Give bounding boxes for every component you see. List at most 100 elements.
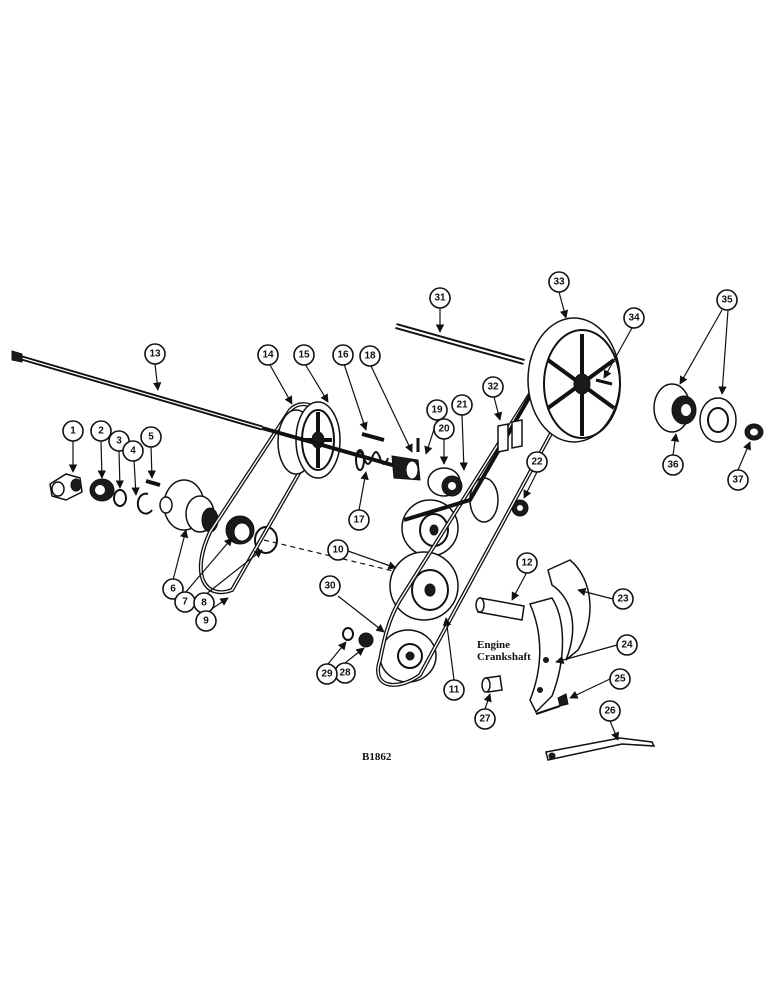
part-31-rod (395, 323, 525, 365)
part-17-spring (355, 449, 389, 471)
svg-text:13: 13 (149, 349, 161, 360)
callout-5: 5 (140, 426, 162, 448)
svg-text:31: 31 (434, 293, 446, 304)
callout-1: 1 (62, 420, 84, 442)
svg-text:34: 34 (628, 313, 640, 324)
part-6-clutch-hub (159, 479, 219, 533)
svg-text:7: 7 (182, 597, 188, 608)
callout-7: 7 (174, 591, 196, 613)
part-15-pulley-spokes (295, 401, 341, 479)
part-4-snap-ring (136, 492, 153, 515)
callout-18: 18 (359, 345, 381, 367)
part-20-pulley (427, 467, 463, 497)
callout-33: 33 (548, 271, 570, 293)
svg-text:22: 22 (531, 457, 543, 468)
callout-12: 12 (516, 552, 538, 574)
svg-text:25: 25 (614, 674, 626, 685)
part-13-main-shaft (11, 350, 263, 431)
callout-layer: 1 2 3 4 5 6 7 8 9 10 11 12 13 14 15 16 1… (62, 271, 749, 730)
callout-24: 24 (616, 634, 638, 656)
svg-text:21: 21 (456, 400, 468, 411)
figure-code: B1862 (362, 751, 392, 763)
parts-artwork (11, 317, 764, 761)
callout-28: 28 (334, 662, 356, 684)
callout-23: 23 (612, 588, 634, 610)
callout-27: 27 (474, 708, 496, 730)
svg-text:19: 19 (431, 405, 443, 416)
callout-19: 19 (426, 399, 448, 421)
callout-36: 36 (662, 454, 684, 476)
callout-11: 11 (443, 679, 465, 701)
part-29-washer (342, 627, 354, 641)
part-26-lever (545, 737, 656, 761)
part-25-clip (535, 693, 569, 715)
svg-text:3: 3 (116, 436, 122, 447)
callout-17: 17 (348, 509, 370, 531)
svg-text:5: 5 (148, 432, 154, 443)
svg-text:18: 18 (364, 351, 376, 362)
callout-15: 15 (293, 344, 315, 366)
callout-37: 37 (727, 469, 749, 491)
svg-text:33: 33 (553, 277, 565, 288)
callout-25: 25 (609, 668, 631, 690)
svg-text:27: 27 (479, 714, 491, 725)
svg-text:30: 30 (324, 581, 336, 592)
callout-4: 4 (122, 440, 144, 462)
callout-31: 31 (429, 287, 451, 309)
part-34-key (595, 378, 613, 386)
svg-text:12: 12 (521, 558, 533, 569)
crankshaft-label: Crankshaft (477, 651, 531, 663)
part-22-nut (511, 499, 529, 517)
engine-label: Engine (477, 639, 510, 651)
svg-text:4: 4 (130, 446, 136, 457)
svg-text:8: 8 (201, 598, 207, 609)
part-23-shield (547, 559, 591, 661)
svg-text:23: 23 (617, 594, 629, 605)
part-5-key (145, 479, 161, 487)
callout-10: 10 (327, 539, 349, 561)
callout-29: 29 (316, 663, 338, 685)
part-35-flange (699, 397, 737, 443)
part-37-nut (744, 423, 764, 441)
callout-21: 21 (451, 394, 473, 416)
callout-16: 16 (332, 344, 354, 366)
callout-30: 30 (319, 575, 341, 597)
callout-26: 26 (599, 700, 621, 722)
callout-34: 34 (623, 307, 645, 329)
callout-13: 13 (144, 343, 166, 365)
part-3-snap-ring (113, 489, 127, 507)
callout-20: 20 (433, 418, 455, 440)
svg-text:28: 28 (339, 668, 351, 679)
svg-text:11: 11 (449, 685, 460, 696)
svg-text:24: 24 (621, 640, 633, 651)
svg-text:32: 32 (487, 382, 499, 393)
part-28-nut (358, 632, 374, 648)
callout-9: 9 (195, 610, 217, 632)
callout-2: 2 (90, 420, 112, 442)
callout-22: 22 (526, 451, 548, 473)
callout-35: 35 (716, 289, 738, 311)
callout-8: 8 (193, 592, 215, 614)
part-27-bushing (481, 675, 503, 693)
part-33-large-pulley (527, 317, 621, 443)
svg-text:29: 29 (321, 669, 333, 680)
leader-lines (68, 291, 751, 741)
svg-text:6: 6 (170, 584, 176, 595)
svg-text:2: 2 (98, 426, 104, 437)
svg-text:35: 35 (721, 295, 733, 306)
part-12-crankshaft (475, 597, 525, 621)
svg-text:16: 16 (337, 350, 349, 361)
callout-32: 32 (482, 376, 504, 398)
svg-text:15: 15 (298, 350, 310, 361)
part-2-bearing (89, 478, 115, 502)
part-7-sleeve (225, 515, 255, 545)
svg-text:9: 9 (203, 616, 209, 627)
part-36-flange-bearing (653, 383, 697, 433)
svg-text:37: 37 (732, 475, 744, 486)
svg-text:20: 20 (438, 424, 450, 435)
svg-text:26: 26 (604, 706, 616, 717)
part-9-belt (198, 402, 324, 595)
callout-14: 14 (257, 344, 279, 366)
svg-text:1: 1 (70, 426, 76, 437)
